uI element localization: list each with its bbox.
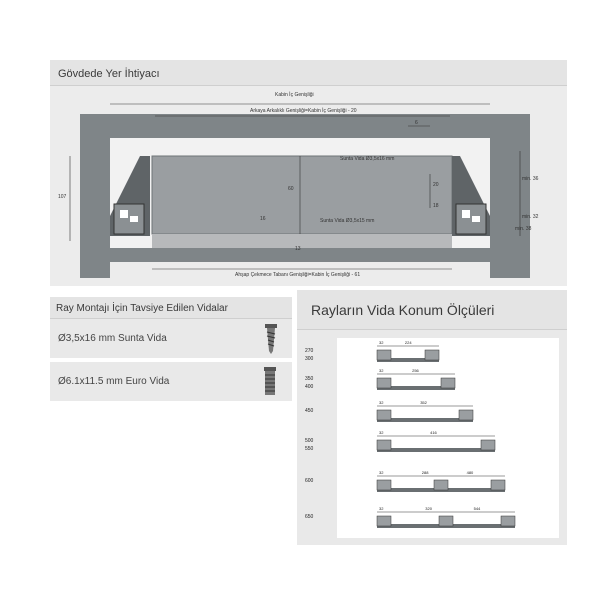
rail-screw-block xyxy=(433,479,449,491)
rail-length-label: 350 xyxy=(305,376,314,382)
rail-screw-block xyxy=(376,409,392,421)
rail-dimension-label: 224 xyxy=(405,340,412,345)
dim-side-6: 6 xyxy=(415,120,418,126)
screw-label: Ø6.1x11.5 mm Euro Vida xyxy=(58,376,170,387)
rail-dimension-label: 32 xyxy=(379,400,384,405)
dim-screw-note-2: Sunta Vida Ø3,5x15 mm xyxy=(320,218,375,224)
section-title-recommended-screws: Ray Montajı İçin Tavsiye Edilen Vidalar xyxy=(50,297,292,319)
dim-left-height: 107 xyxy=(58,194,67,200)
positions-diagram-area xyxy=(337,338,559,538)
rail-screw-block xyxy=(490,479,506,491)
rail-bar xyxy=(377,386,455,390)
rail-length-label: 600 xyxy=(305,478,314,484)
rail-dimension-label: 416 xyxy=(430,430,437,435)
rail-length-label: 650 xyxy=(305,514,314,520)
screw-item-wood: Ø3,5x16 mm Sunta Vida xyxy=(50,319,292,359)
dim-min-32: min. 32 xyxy=(522,214,539,220)
rail-dimension-label: 480 xyxy=(467,470,474,475)
rail-length-label: 300 xyxy=(305,356,314,362)
rail-bar xyxy=(377,418,473,422)
dim-inner-width: Kabin İç Genişliği xyxy=(275,92,314,98)
rail-dimension-label: 32 xyxy=(379,430,384,435)
dim-height-20: 20 xyxy=(433,182,439,188)
rail-dimension-label: 256 xyxy=(412,368,419,373)
screw-positions-diagram: 270 300 32 224 350 400 32 256 450 32 352 500 550 32 41… xyxy=(305,340,516,528)
rail-length-label: 400 xyxy=(305,384,314,390)
rail-screw-block xyxy=(376,515,392,527)
rail-screw-block xyxy=(376,377,392,389)
dim-height-16: 16 xyxy=(260,216,266,222)
rail-screw-block xyxy=(438,515,454,527)
rail-bar xyxy=(377,448,495,452)
rail-bar xyxy=(377,358,439,362)
rail-dimension-label: 352 xyxy=(420,400,427,405)
rail-length-label: 270 xyxy=(305,348,314,354)
screw-positions-panel: 270 300 32 224 350 400 32 256 450 32 352 500 550 32 41… xyxy=(297,330,567,545)
cabinet-cross-section-panel: Kabin İç Genişliği Arkaya Arkalıklı Geni… xyxy=(50,86,567,286)
rail-dimension-label: 32 xyxy=(379,368,384,373)
wood-screw-icon xyxy=(265,324,277,354)
rail-dimension-label: 32 xyxy=(379,340,384,345)
rail-length-label: 450 xyxy=(305,408,314,414)
rail-screw-block xyxy=(376,439,392,451)
rail-screw-block xyxy=(458,409,474,421)
rail-screw-block xyxy=(440,377,456,389)
rail-screw-block xyxy=(500,515,516,527)
rail-screw-block xyxy=(376,349,392,361)
rail-dimension-label: 544 xyxy=(474,506,481,511)
rail-dimension-label: 288 xyxy=(422,470,429,475)
section-title-screw-positions: Rayların Vida Konum Ölçüleri xyxy=(297,290,567,330)
euro-screw-icon xyxy=(264,367,276,395)
dim-height-18: 18 xyxy=(433,203,439,209)
rail-length-label: 500 xyxy=(305,438,314,444)
rail-dimension-label: 32 xyxy=(379,506,384,511)
rail-dimension-label: 320 xyxy=(425,506,432,511)
dim-min-36: min. 36 xyxy=(522,176,539,182)
dim-front-frame: Arkaya Arkalıklı Genişliği=Kabin İç Geni… xyxy=(250,108,357,114)
screw-label: Ø3,5x16 mm Sunta Vida xyxy=(58,333,167,344)
rail-dimension-label: 32 xyxy=(379,470,384,475)
dim-height-60: 60 xyxy=(288,186,294,192)
screw-item-euro: Ø6.1x11.5 mm Euro Vida xyxy=(50,362,292,402)
rail-screw-block xyxy=(480,439,496,451)
cabinet-cross-section-diagram xyxy=(69,103,530,278)
rail-length-label: 550 xyxy=(305,446,314,452)
dim-screw-note: Sunta Vida Ø3,5x16 mm xyxy=(340,156,395,162)
dim-bottom-width: Ahşap Çekmece Tabanı Genişliği=Kabin İç … xyxy=(235,272,361,278)
dim-min-38: min. 38 xyxy=(515,226,532,232)
rail-screw-block xyxy=(376,479,392,491)
dim-height-13: 13 xyxy=(295,246,301,252)
rail-screw-block xyxy=(424,349,440,361)
section-title-space-requirement: Gövdede Yer İhtiyacı xyxy=(50,60,567,86)
